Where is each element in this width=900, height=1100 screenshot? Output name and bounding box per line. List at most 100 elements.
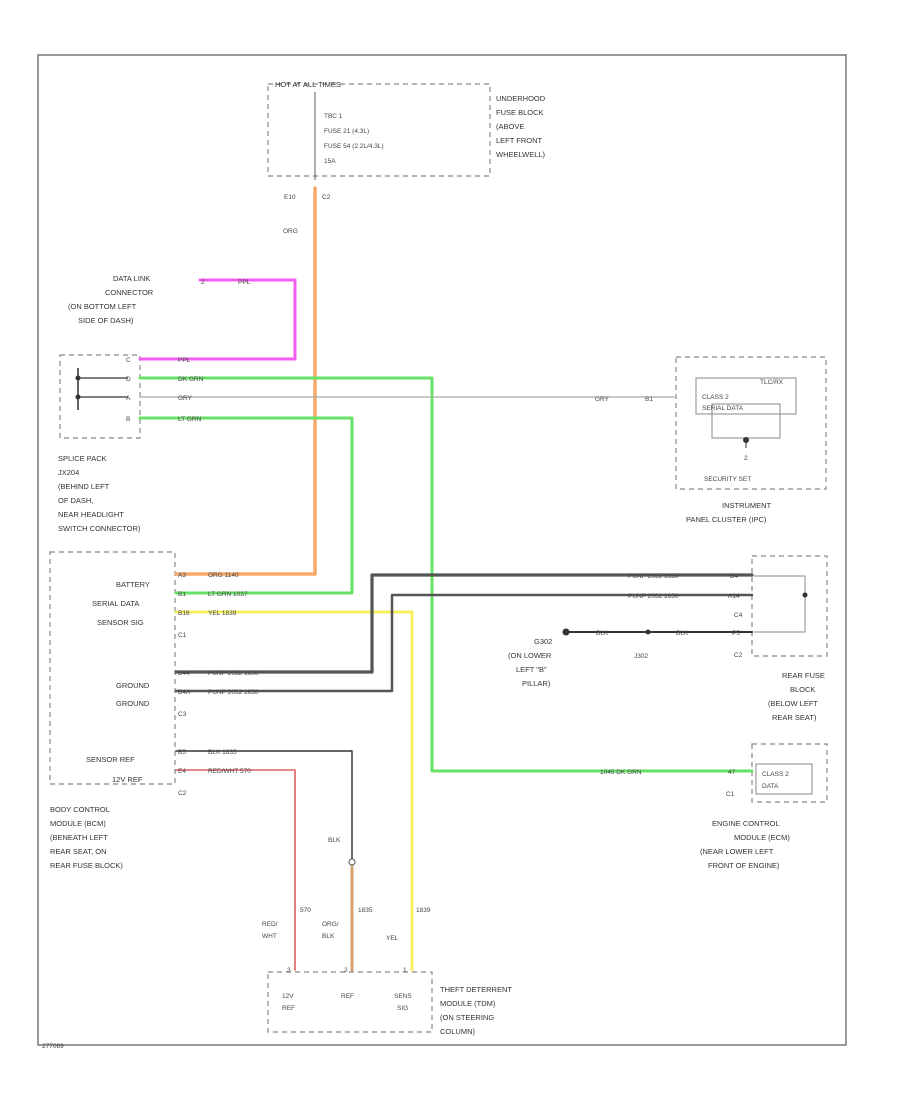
rear-pin-b4: B4 [730, 573, 738, 580]
tdm-ref: REF [341, 993, 354, 1000]
tdm-red-num: 570 [300, 907, 311, 914]
splice-wire-ppl: PPL [178, 357, 191, 364]
ipc-inner-1: CLASS 2 [702, 394, 729, 401]
tdm-pin-2: 2 [344, 967, 348, 974]
fuse-line-2: FUSE 21 (4.3L) [324, 128, 369, 135]
bcm-c1: C1 [178, 632, 187, 639]
fuse-hot-label: HOT AT ALL TIMES [275, 80, 341, 89]
bcm-wire-gnd1: PUNP 2052 1650 [208, 670, 259, 677]
splice-label-4: OF DASH, [58, 496, 93, 505]
ipc-gry-wire: GRY [595, 396, 610, 403]
ipc-box [675, 356, 827, 490]
ecm-label-4: FRONT OF ENGINE) [708, 861, 780, 870]
ecm-wire: 1045 DK GRN [600, 769, 642, 776]
bcm-row-sensor-sig: SENSOR SIG [97, 618, 144, 627]
ipc-ref: SECURITY SET [704, 476, 751, 483]
ipc-label-1: INSTRUMENT [722, 501, 772, 510]
rear-blk-wire: BLK [676, 630, 689, 637]
fuse-line-1: TBC 1 [324, 113, 343, 120]
wire-yellow [174, 610, 414, 972]
tdm-sens-2: SIG [397, 1005, 408, 1012]
fuse-pin: E10 [284, 194, 296, 201]
bcm-pin-a3: A3 [178, 572, 186, 579]
bcm-box [49, 551, 176, 785]
ecm-inner-1: CLASS 2 [762, 771, 789, 778]
tdm-label-2: MODULE (TDM) [440, 999, 496, 1008]
tdm-label-4: COLUMN) [440, 1027, 476, 1036]
splice-wire-dkgrn: DK GRN [178, 376, 204, 383]
tdm-tan-1: ORG/ [322, 921, 339, 928]
rear-fuse-block-box [751, 555, 828, 657]
wire-ground-2 [174, 593, 754, 693]
splice-pin-a: A [126, 395, 131, 402]
rear-fuse-splice-node [802, 592, 808, 598]
fuse-block-label-5: WHEELWELL) [496, 150, 546, 159]
tdm-pin-1: 1 [403, 967, 407, 974]
rear-fuse-label-4: REAR SEAT) [772, 713, 817, 722]
splice-label-6: SWITCH CONNECTOR) [58, 524, 141, 533]
ecm-inner-box [755, 763, 813, 795]
bcm-wire-red: RED/WHT 570 [208, 768, 251, 775]
dlc-label-2: CONNECTOR [105, 288, 154, 297]
bcm-c2: C2 [178, 790, 187, 797]
ecm-label-3: (NEAR LOWER LEFT [700, 847, 774, 856]
splice-pin-b: B [126, 416, 130, 423]
bcm-row-ground-2: GROUND [116, 699, 150, 708]
splice-label-2: JX204 [58, 468, 79, 477]
dlc-pin: 2 [201, 279, 205, 286]
wire-pink-ppl [138, 278, 297, 361]
ipc-ground-node [743, 437, 749, 443]
bcm-wire-blk: BLK 1835 [208, 749, 237, 756]
bcm-c3: C3 [178, 711, 187, 718]
j302-splice-node [645, 629, 651, 635]
bcm-pin-b4a: B4A [178, 689, 191, 696]
diagram-frame [37, 54, 847, 1046]
tdm-12v-1: 12V [282, 993, 294, 1000]
splice-label-3: (BEHIND LEFT [58, 482, 110, 491]
dlc-label-1: DATA LINK [113, 274, 150, 283]
wire-black-sensor-ref [175, 750, 353, 859]
ipc-label-2: PANEL CLUSTER (IPC) [686, 515, 767, 524]
g302-label-3: LEFT "B" [516, 665, 547, 674]
rear-pin-p5: P5 [732, 630, 740, 637]
ipc-pin: B1 [645, 396, 653, 403]
bcm-row-serial: SERIAL DATA [92, 599, 139, 608]
rear-fuse-label-2: BLOCK [790, 685, 815, 694]
ecm-label-2: MODULE (ECM) [734, 833, 790, 842]
tdm-label-3: (ON STEERING [440, 1013, 494, 1022]
bcm-pin-e4: E4 [178, 768, 186, 775]
tdm-box [267, 971, 433, 1033]
ipc-inner-2: SERIAL DATA [702, 405, 744, 412]
dlc-wire: PPL [238, 279, 251, 286]
tdm-pin-3: 3 [287, 967, 291, 974]
g302-ground-symbol [562, 628, 570, 636]
ecm-box [751, 743, 828, 803]
fuse-line-3: FUSE 54 (2.2L/4.3L) [324, 143, 384, 150]
bcm-pin-b44: B44 [178, 670, 190, 677]
fuse-block-label-2: FUSE BLOCK [496, 108, 544, 117]
fuse-line-4: 15A [324, 158, 336, 165]
bcm-wire-gnd2: PUNP 2052 1650 [208, 689, 259, 696]
bcm-pin-b16: B16 [178, 610, 190, 617]
dlc-label-4: SIDE OF DASH) [78, 316, 134, 325]
g302-blk-wire: BLK [596, 630, 609, 637]
rear-wire-1: PUNP 2052 1650 [628, 573, 679, 580]
wire-ground-1 [174, 573, 754, 674]
bcm-label-1: BODY CONTROL [50, 805, 110, 814]
ipc-ground-num: 2 [744, 455, 748, 462]
tdm-yel: YEL [386, 935, 399, 942]
bcm-pin-b1: B1 [178, 591, 186, 598]
bcm-label-4: REAR SEAT, ON [50, 847, 107, 856]
ecm-label-1: ENGINE CONTROL [712, 819, 780, 828]
bcm-label-3: (BENEATH LEFT [50, 833, 108, 842]
bcm-row-sensor-ref: SENSOR REF [86, 755, 135, 764]
ecm-pin: 47 [728, 769, 736, 776]
g302-label-4: PILLAR) [522, 679, 551, 688]
ecm-inner-2: DATA [762, 783, 779, 790]
bcm-pin-b5: B5 [178, 749, 186, 756]
fuse-block-label-3: (ABOVE [496, 122, 524, 131]
bcm-wire-yel: YEL 1839 [208, 610, 237, 617]
orange-wire-label: ORG [283, 228, 298, 235]
bcm-label-2: MODULE (BCM) [50, 819, 106, 828]
bcm-row-battery: BATTERY [116, 580, 150, 589]
